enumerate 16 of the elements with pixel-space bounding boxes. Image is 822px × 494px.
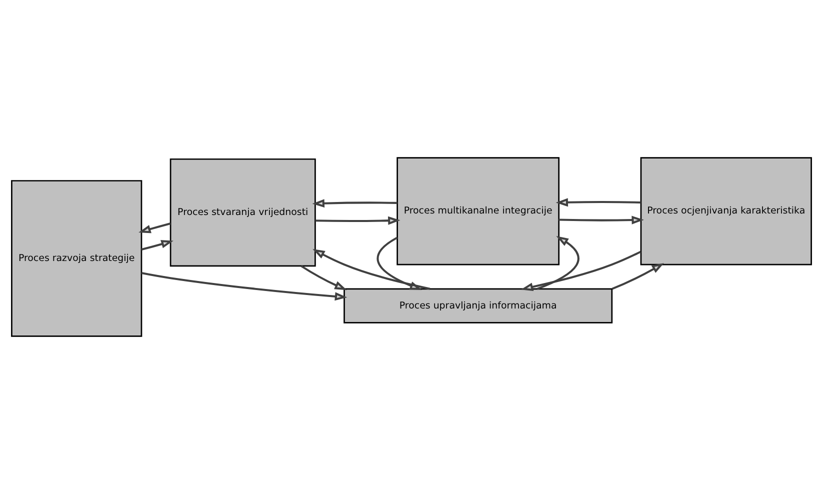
arrow bbox=[314, 216, 400, 225]
arrow bbox=[520, 250, 641, 292]
arrow bbox=[140, 272, 347, 301]
node-box: Proces upravljanja informacijama bbox=[343, 288, 612, 324]
node-box: Proces stvaranja vrijednosti bbox=[169, 158, 316, 267]
node-box: Proces multikanalne integracije bbox=[396, 157, 560, 266]
arrow bbox=[611, 263, 664, 290]
node-box: Proces ocjenjivanja karakteristika bbox=[640, 157, 812, 266]
arrow bbox=[140, 240, 173, 250]
arrow bbox=[138, 222, 170, 234]
node-box: Proces razvoja strategije bbox=[10, 180, 142, 337]
arrow bbox=[312, 199, 397, 208]
arrow bbox=[300, 265, 346, 290]
arrow bbox=[536, 236, 579, 290]
arrow bbox=[555, 198, 640, 207]
arrow bbox=[558, 216, 644, 224]
